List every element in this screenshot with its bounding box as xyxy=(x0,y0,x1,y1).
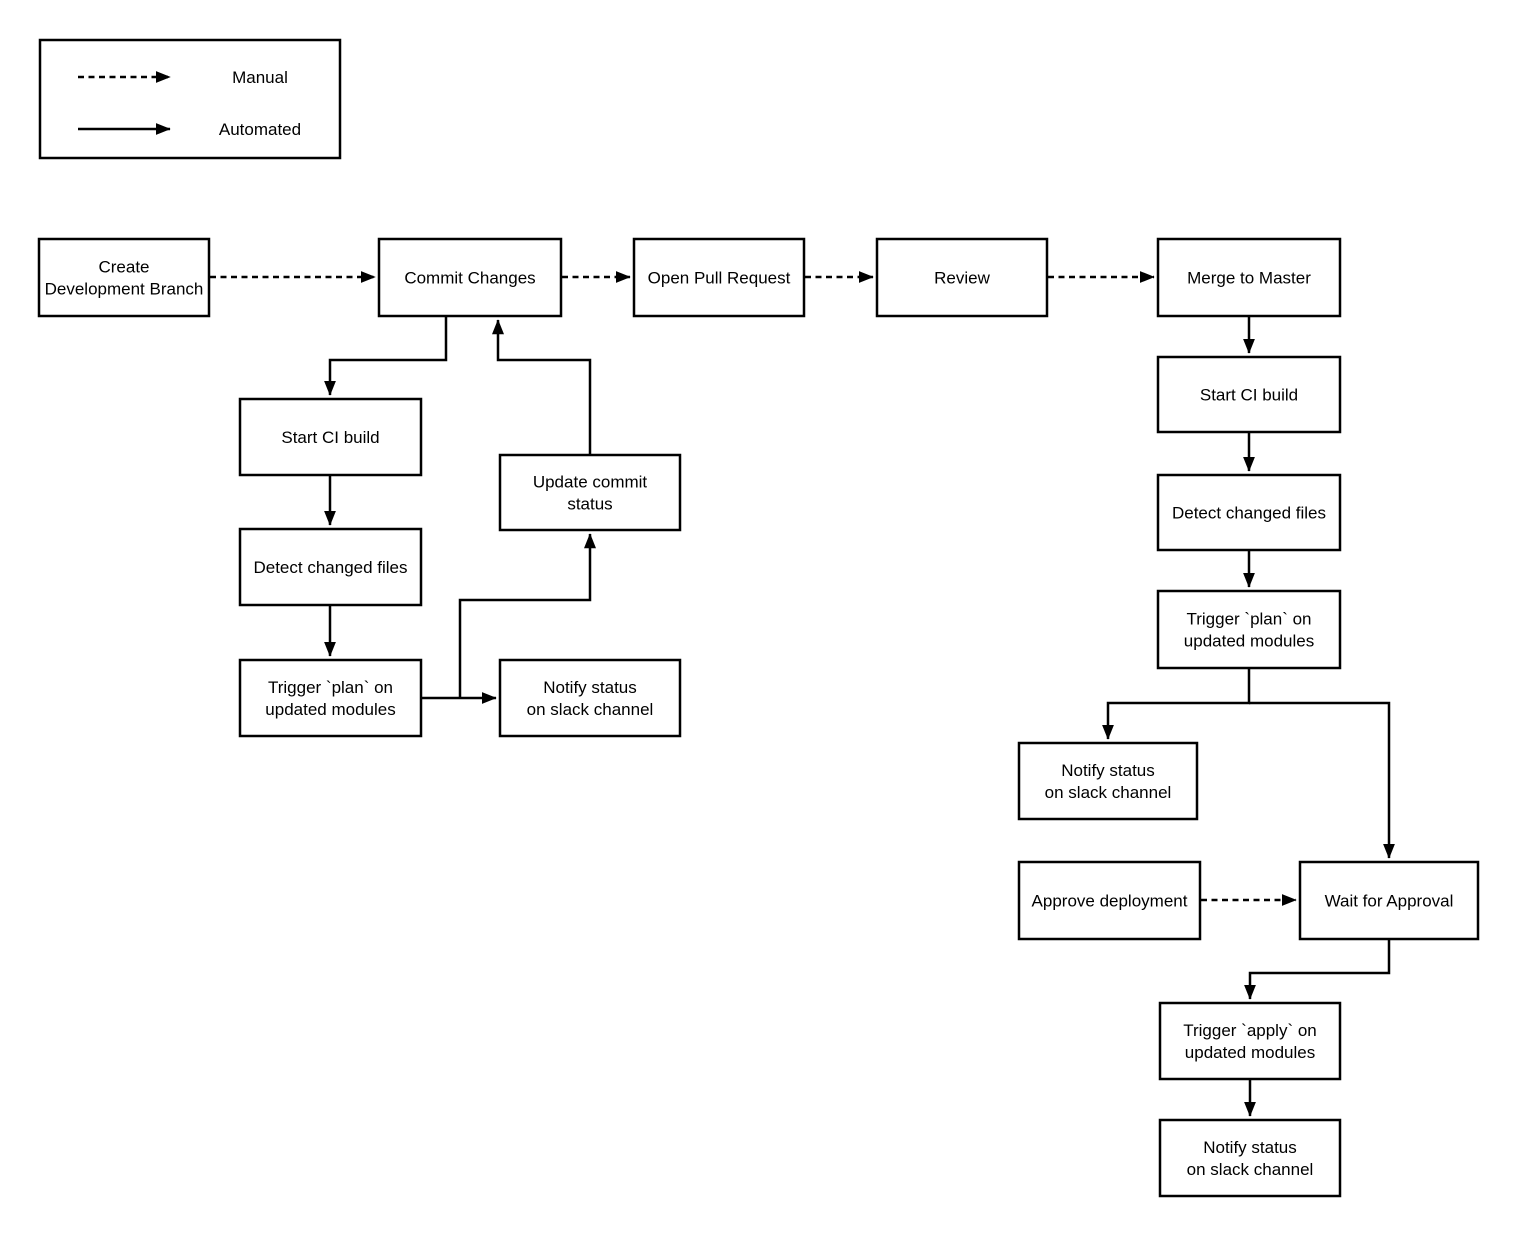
node-start-ci-build-dev: Start CI build xyxy=(238,397,423,477)
node-box xyxy=(377,237,563,318)
node-label: Approve deployment xyxy=(1032,892,1188,911)
node-approve-deployment: Approve deployment xyxy=(1017,860,1202,941)
node-label: Open Pull Request xyxy=(648,269,791,288)
node-wait-for-approval: Wait for Approval xyxy=(1298,860,1480,941)
edge-trigger-plan-master--wait-for-approval xyxy=(1249,701,1396,859)
node-box xyxy=(498,658,682,738)
node-box xyxy=(875,237,1049,318)
node-label: Commit Changes xyxy=(404,269,535,288)
node-label: Detect changed files xyxy=(253,558,407,577)
node-box xyxy=(1156,355,1342,434)
edge-trigger-plan-dev--update-commit-status xyxy=(458,533,596,698)
edge-trigger-plan-master--notify-status-master xyxy=(1102,669,1251,740)
node-box xyxy=(632,237,806,318)
node-detect-changed-files-master: Detect changed files xyxy=(1156,473,1342,552)
node-box xyxy=(1017,860,1202,941)
node-commit-changes: Commit Changes xyxy=(377,237,563,318)
node-detect-changed-files-dev: Detect changed files xyxy=(238,527,423,607)
node-box xyxy=(1156,237,1342,318)
node-label: Review xyxy=(934,269,990,288)
edge-wait-for-approval--trigger-apply xyxy=(1244,940,1391,1000)
node-box xyxy=(238,527,423,607)
node-label: Start CI build xyxy=(281,428,379,447)
node-box xyxy=(238,658,423,738)
node-box xyxy=(1017,741,1199,821)
node-label: Detect changed files xyxy=(1172,504,1326,523)
edge-commit-changes--start-ci-build-dev xyxy=(324,317,448,396)
node-box xyxy=(238,397,423,477)
node-box xyxy=(1158,1001,1342,1081)
node-box xyxy=(1158,1118,1342,1198)
node-box xyxy=(498,453,682,532)
node-start-ci-build-master: Start CI build xyxy=(1156,355,1342,434)
node-box xyxy=(1156,473,1342,552)
edge-update-commit-status--commit-changes xyxy=(491,319,592,454)
node-box xyxy=(1298,860,1480,941)
legend-label: Manual xyxy=(232,68,288,87)
node-label: Merge to Master xyxy=(1187,269,1311,288)
node-open-pull-request: Open Pull Request xyxy=(632,237,806,318)
legend-box xyxy=(38,38,342,160)
node-review: Review xyxy=(875,237,1049,318)
node-label: Wait for Approval xyxy=(1325,892,1454,911)
legend-label: Automated xyxy=(219,120,301,139)
node-box xyxy=(37,237,211,318)
node-merge-to-master: Merge to Master xyxy=(1156,237,1342,318)
node-label: Start CI build xyxy=(1200,386,1298,405)
node-box xyxy=(1156,589,1342,670)
